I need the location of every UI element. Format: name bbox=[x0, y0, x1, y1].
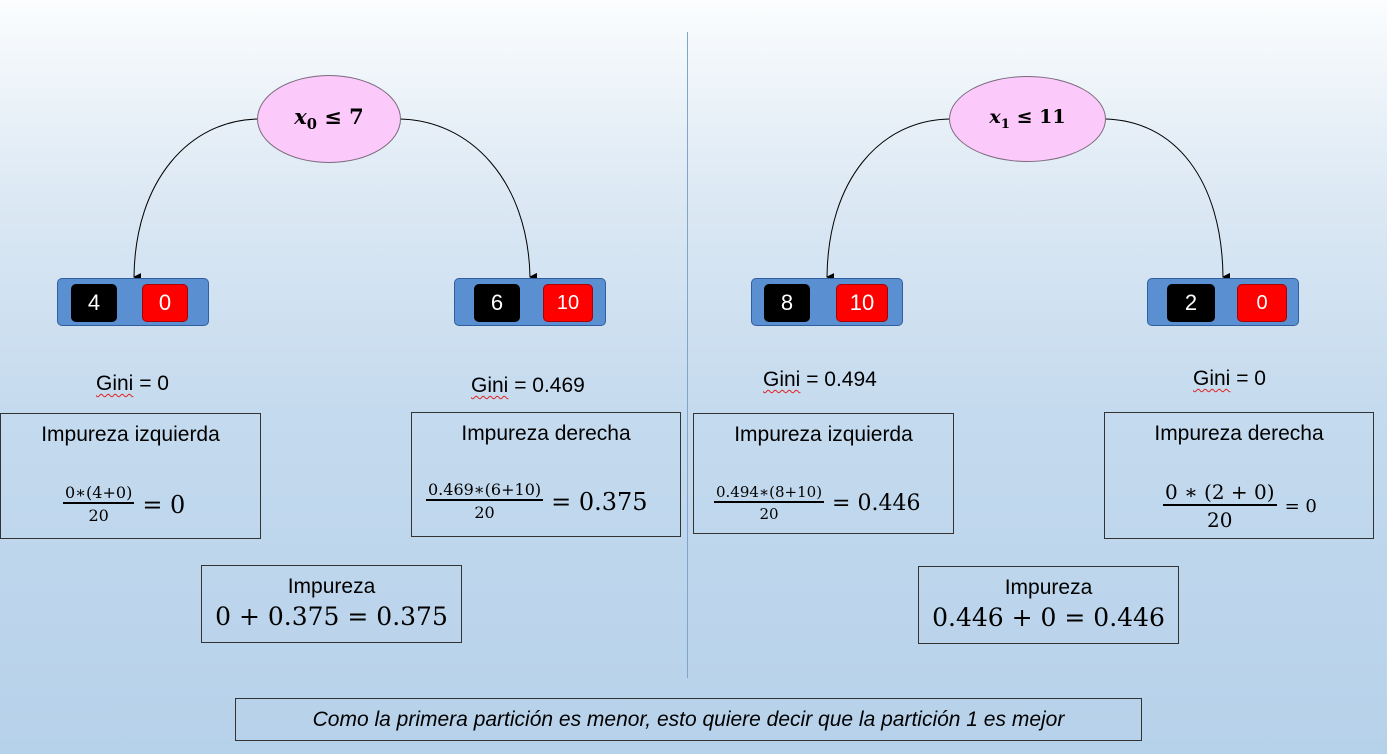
conclusion-text: Como la primera partición es menor, esto… bbox=[312, 707, 1065, 731]
impurity-left-title: Impureza izquierda bbox=[41, 423, 220, 446]
root-var: x bbox=[294, 104, 307, 130]
root-var: x bbox=[989, 106, 1001, 129]
formula-denominator: 20 bbox=[474, 503, 495, 523]
leaf-node-left: 8 10 bbox=[751, 278, 903, 326]
class-count-red: 0 bbox=[1237, 284, 1287, 322]
gini-word: Gini bbox=[96, 372, 134, 395]
impurity-left-box: Impureza izquierda 0.494∗(8+10)20 = 0.44… bbox=[693, 413, 954, 534]
gini-value: = 0 bbox=[133, 372, 169, 395]
impurity-total-box: Impureza 0.446 + 0 = 0.446 bbox=[918, 566, 1179, 644]
arrow-left-tree-left bbox=[133, 118, 259, 282]
root-sub: 0 bbox=[306, 116, 317, 134]
formula-numerator: 0 ∗ (2 + 0) bbox=[1163, 480, 1277, 506]
root-node-split-x1: x1 ≤ 11 bbox=[949, 76, 1106, 162]
leaf-node-right: 6 10 bbox=[454, 278, 606, 326]
formula-numerator: 0.494∗(8+10) bbox=[714, 483, 825, 504]
formula-result: = 0.375 bbox=[551, 487, 648, 516]
impurity-total-expr: 0.446 + 0 = 0.446 bbox=[932, 603, 1165, 632]
impurity-total-expr: 0 + 0.375 = 0.375 bbox=[215, 602, 448, 631]
impurity-total-box: Impureza 0 + 0.375 = 0.375 bbox=[201, 565, 462, 643]
gini-word: Gini bbox=[471, 374, 509, 397]
impurity-left-formula: 0∗(4+0)20 = 0 bbox=[63, 483, 186, 526]
root-condition: ≤ 7 bbox=[316, 104, 364, 130]
formula-numerator: 0∗(4+0) bbox=[63, 483, 135, 505]
formula-denominator: 20 bbox=[1207, 508, 1233, 532]
gini-word: Gini bbox=[763, 368, 801, 391]
impurity-left-box: Impureza izquierda 0∗(4+0)20 = 0 bbox=[0, 413, 261, 539]
root-node-split-x0: x0 ≤ 7 bbox=[257, 75, 401, 163]
leaf-node-right: 2 0 bbox=[1147, 278, 1299, 326]
impurity-left-formula: 0.494∗(8+10)20 = 0.446 bbox=[714, 483, 921, 524]
conclusion-box: Como la primera partición es menor, esto… bbox=[235, 698, 1142, 741]
class-count-red: 10 bbox=[836, 284, 888, 322]
formula-denominator: 20 bbox=[759, 505, 779, 524]
formula-result: = 0 bbox=[142, 490, 186, 519]
class-count-black: 4 bbox=[71, 284, 117, 322]
gini-right-leaf: Gini = 0 bbox=[1193, 367, 1266, 391]
impurity-right-box: Impureza derecha 0 ∗ (2 + 0)20 = 0 bbox=[1104, 412, 1374, 539]
panel-divider bbox=[687, 32, 688, 678]
impurity-total-title: Impureza bbox=[1004, 576, 1093, 599]
gini-left-leaf: Gini = 0 bbox=[96, 372, 169, 396]
impurity-right-formula: 0.469∗(6+10)20 = 0.375 bbox=[426, 480, 648, 523]
gini-value: = 0.469 bbox=[508, 374, 585, 397]
formula-denominator: 20 bbox=[88, 506, 109, 526]
class-count-black: 2 bbox=[1167, 284, 1215, 322]
gini-right-leaf: Gini = 0.469 bbox=[471, 374, 585, 398]
gini-word: Gini bbox=[1193, 367, 1231, 390]
leaf-node-left: 4 0 bbox=[57, 278, 209, 326]
gini-left-leaf: Gini = 0.494 bbox=[763, 368, 877, 392]
formula-result: = 0 bbox=[1284, 496, 1317, 517]
gini-value: = 0 bbox=[1230, 367, 1266, 390]
root-condition: ≤ 11 bbox=[1010, 106, 1066, 129]
root-sub: 1 bbox=[1000, 116, 1010, 132]
arrow-left-tree-right bbox=[398, 118, 538, 281]
class-count-red: 10 bbox=[543, 284, 593, 322]
class-count-red: 0 bbox=[142, 284, 188, 322]
impurity-right-title: Impureza derecha bbox=[1154, 422, 1324, 445]
class-count-black: 8 bbox=[764, 284, 810, 322]
arrow-right-tree-left bbox=[826, 118, 951, 282]
impurity-right-box: Impureza derecha 0.469∗(6+10)20 = 0.375 bbox=[411, 412, 681, 537]
class-count-black: 6 bbox=[474, 284, 520, 322]
formula-result: = 0.446 bbox=[832, 491, 921, 517]
arrow-right-tree-right bbox=[1103, 118, 1231, 281]
impurity-right-formula: 0 ∗ (2 + 0)20 = 0 bbox=[1163, 481, 1317, 532]
gini-value: = 0.494 bbox=[800, 368, 877, 391]
formula-numerator: 0.469∗(6+10) bbox=[426, 480, 544, 502]
impurity-right-title: Impureza derecha bbox=[461, 422, 631, 445]
impurity-left-title: Impureza izquierda bbox=[734, 423, 913, 446]
impurity-total-title: Impureza bbox=[287, 575, 376, 598]
